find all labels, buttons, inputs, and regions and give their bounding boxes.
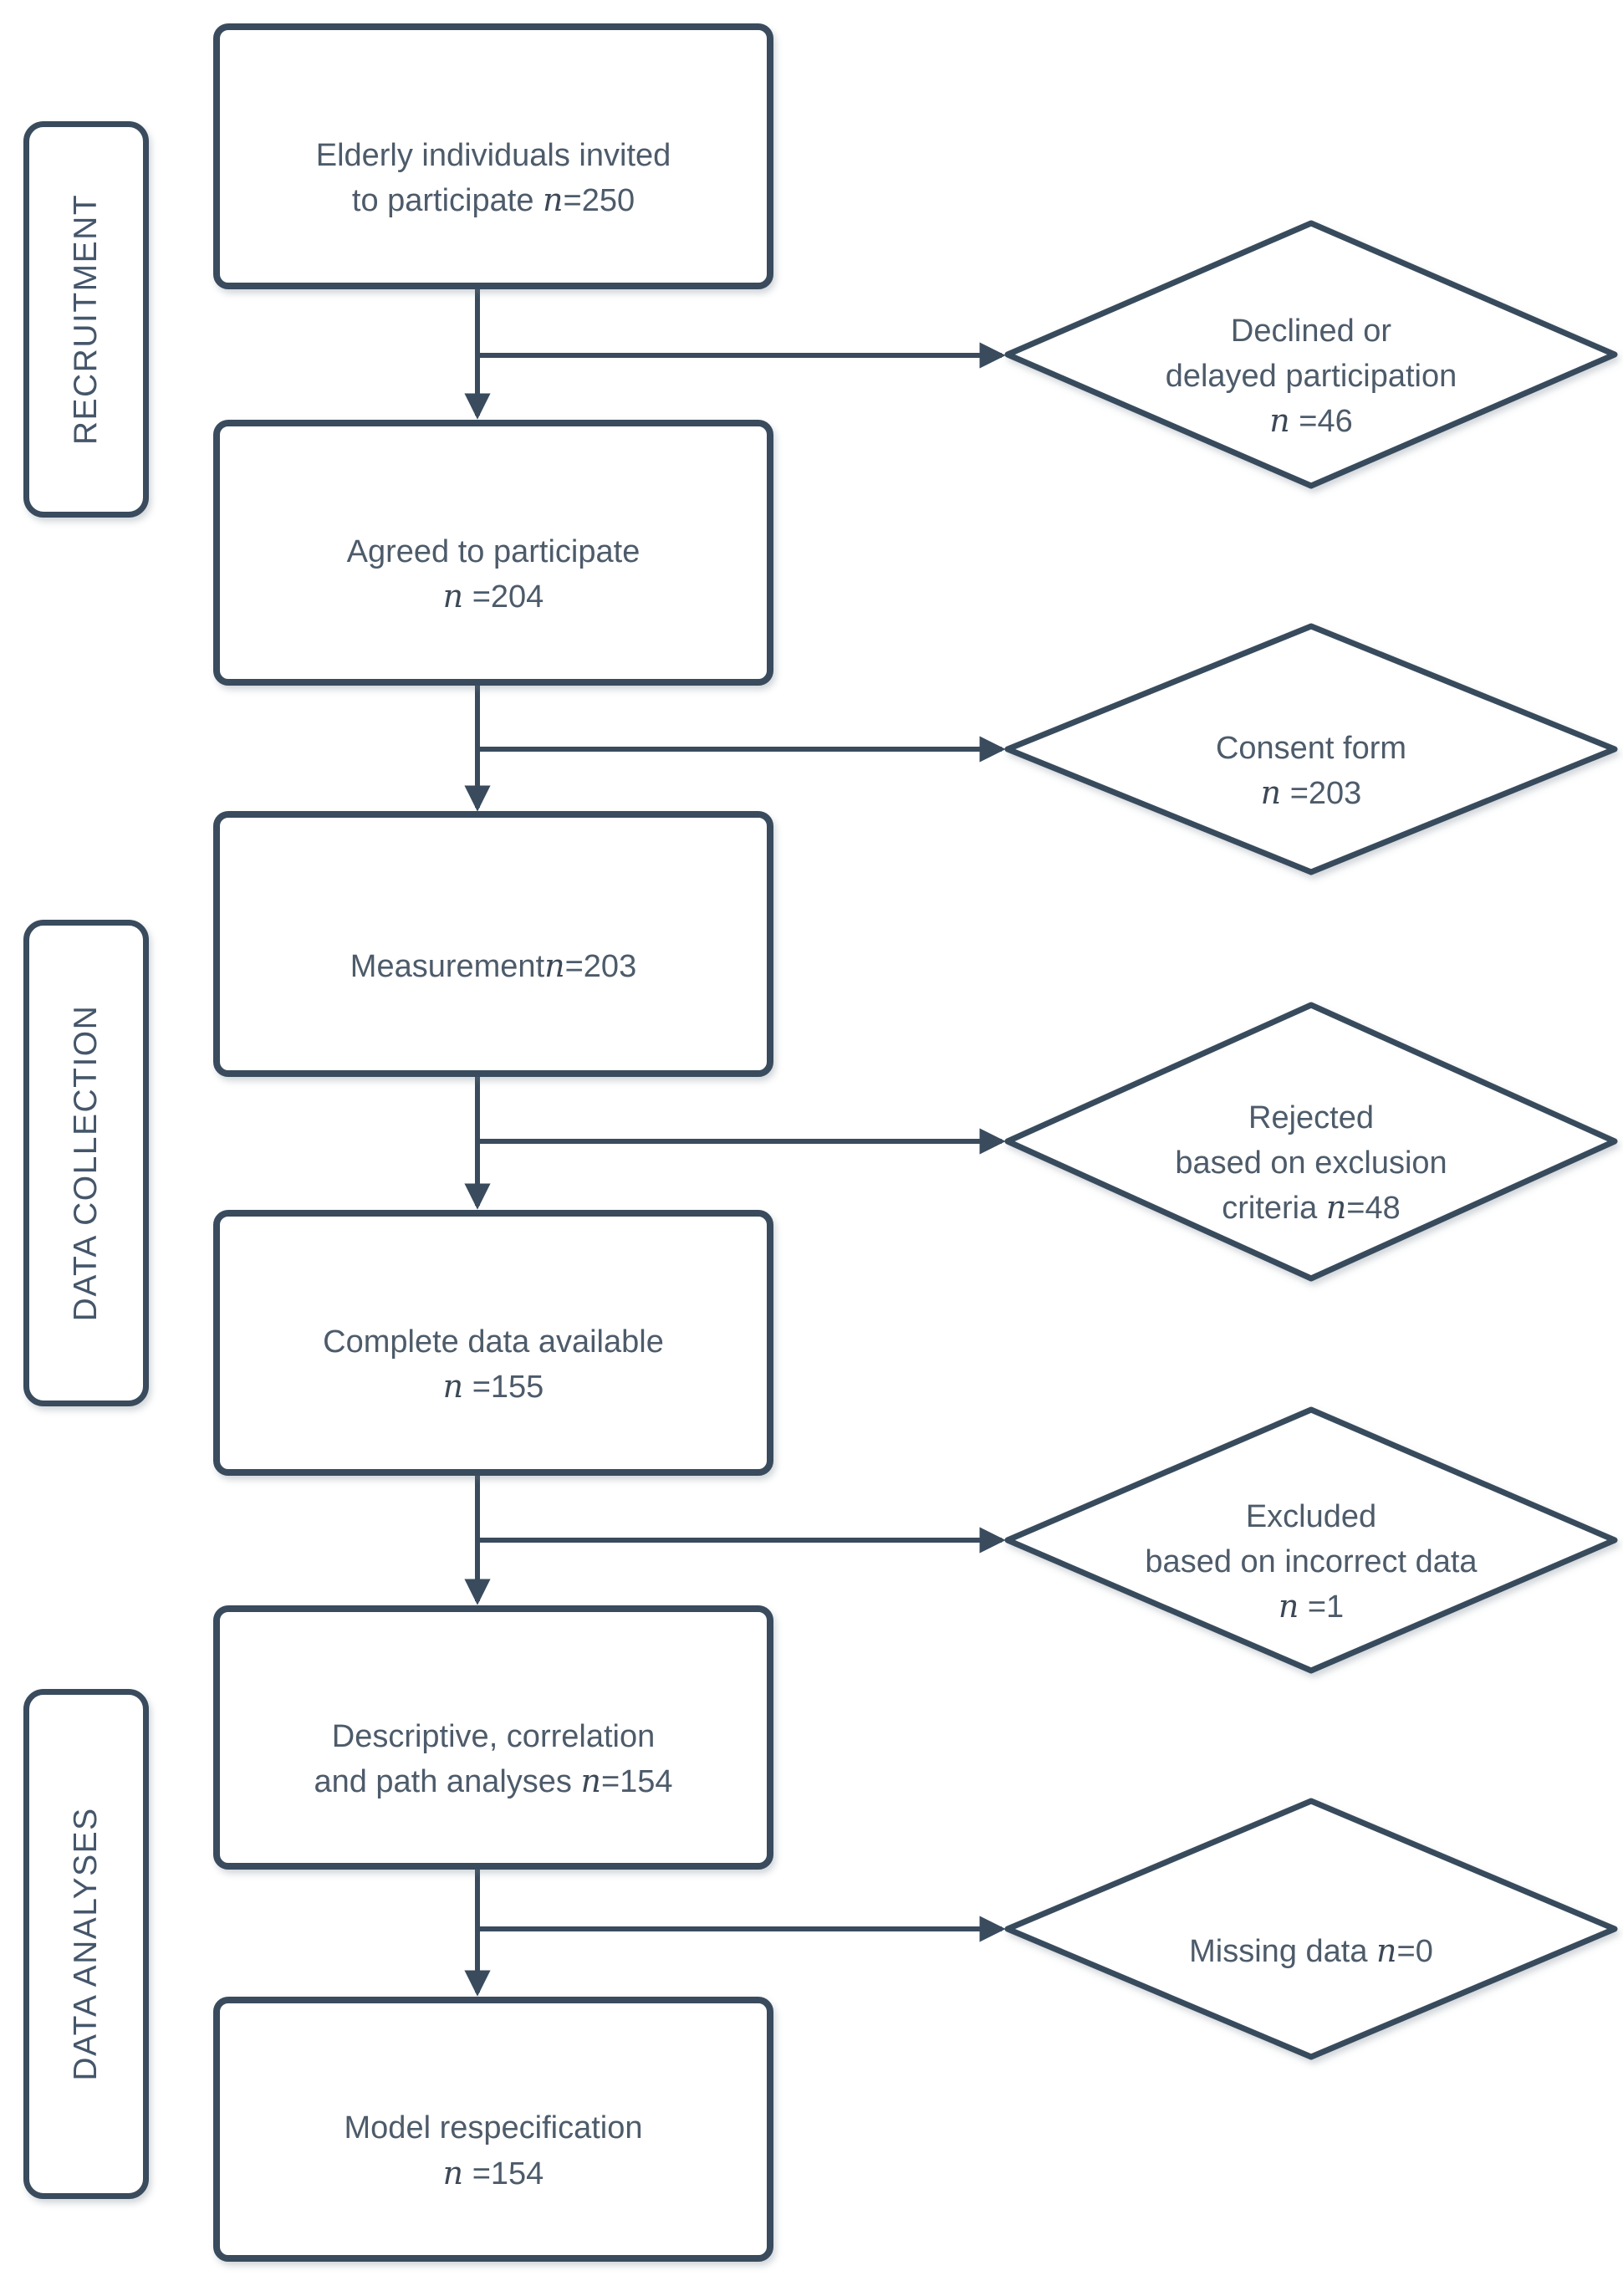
stage-recruitment-label: RECRUITMENT (68, 193, 104, 446)
box-agreed: Agreed to participate n =204 (213, 420, 773, 686)
box-complete-data: Complete data available n =155 (213, 1210, 773, 1476)
n-symbol: n (580, 1763, 601, 1800)
n-symbol: n (543, 181, 564, 219)
stage-data-collection: DATA COLLECTION (23, 920, 149, 1406)
n-symbol: n (442, 578, 464, 615)
n-symbol: n (442, 2154, 464, 2191)
diamond-declined-shape (1004, 220, 1618, 489)
n-symbol: n (544, 946, 565, 984)
box-complete-data-label: Complete data available n =155 (323, 1324, 664, 1406)
diamond-excluded-shape (1004, 1406, 1618, 1674)
stage-data-analyses-label: DATA ANALYSES (68, 1807, 104, 2081)
stage-data-analyses: DATA ANALYSES (23, 1689, 149, 2199)
box-analyses-label: Descriptive, correlation and path analys… (314, 1718, 673, 1800)
stage-recruitment: RECRUITMENT (23, 121, 149, 518)
box-invited: Elderly individuals invited to participa… (213, 23, 773, 289)
box-analyses: Descriptive, correlation and path analys… (213, 1605, 773, 1870)
diamond-rejected-shape (1004, 1002, 1618, 1282)
n-symbol: n (442, 1368, 464, 1406)
box-measurement-label: Measurementn=203 (350, 946, 637, 984)
box-measurement: Measurementn=203 (213, 811, 773, 1077)
stage-data-collection-label: DATA COLLECTION (68, 1004, 104, 1322)
box-respecification-label: Model respecification n =154 (344, 2110, 643, 2191)
diamond-consent-shape (1004, 623, 1618, 875)
diamond-missing-shape (1004, 1798, 1618, 2060)
box-respecification: Model respecification n =154 (213, 1997, 773, 2262)
box-agreed-label: Agreed to participate n =204 (346, 533, 641, 615)
box-invited-label: Elderly individuals invited to participa… (315, 137, 671, 219)
